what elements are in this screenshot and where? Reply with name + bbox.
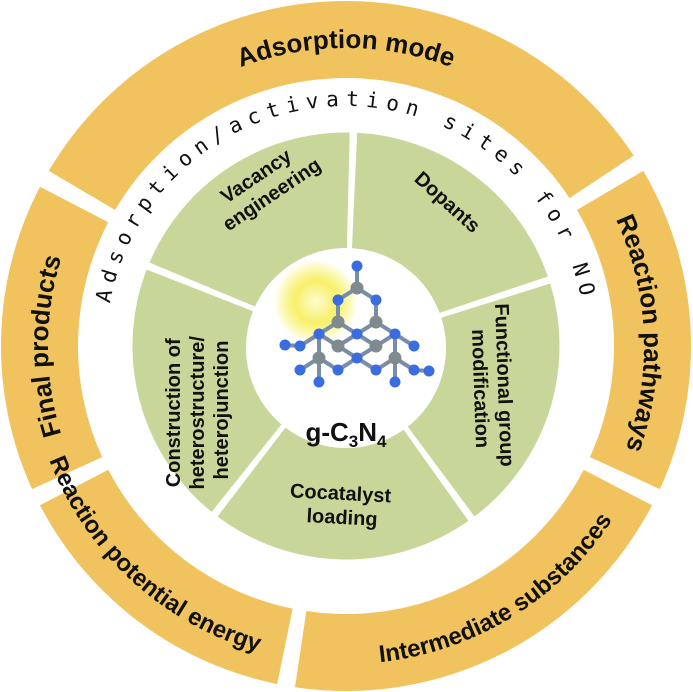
- outer-segment-reaction-potential-energy: [39, 469, 293, 685]
- outer-segment-adsorption-mode: [48, 1, 634, 210]
- nitrogen-atom: [408, 364, 420, 376]
- nitrogen-atom: [294, 340, 306, 352]
- nitrogen-atom: [423, 365, 435, 377]
- nitrogen-atom: [351, 328, 363, 340]
- sector-label-cocatalyst: Cocatalyst loading: [288, 480, 397, 532]
- nitrogen-atom: [389, 376, 401, 388]
- nitrogen-atom: [351, 260, 363, 272]
- sector-label-heterojunction: Construction of heterostructure/ heteroj…: [163, 331, 233, 490]
- nitrogen-atom: [279, 339, 291, 351]
- nitrogen-atom: [332, 294, 344, 306]
- nitrogen-atom: [313, 328, 325, 340]
- carbon-atom: [350, 281, 364, 295]
- nitrogen-atom: [370, 364, 382, 376]
- nitrogen-atom: [313, 376, 325, 388]
- nitrogen-atom: [408, 340, 420, 352]
- carbon-atom: [312, 351, 326, 365]
- carbon-atom: [331, 315, 345, 329]
- nitrogen-atom: [332, 364, 344, 376]
- nitrogen-atom: [294, 364, 306, 376]
- nitrogen-atom: [351, 352, 363, 364]
- carbon-atom: [369, 339, 383, 353]
- inner-sectors: [129, 129, 563, 563]
- outer-segment-reaction-pathways: [576, 170, 692, 490]
- core-label-g-c3n4: g-C3N4: [305, 417, 387, 451]
- carbon-atom: [388, 351, 402, 365]
- outer-segment-intermediate-substances: [295, 469, 653, 691]
- outer-segment-final-products: [0, 186, 109, 490]
- nitrogen-atom: [389, 328, 401, 340]
- carbon-atom: [331, 339, 345, 353]
- carbon-atom: [369, 315, 383, 329]
- nitrogen-atom: [370, 294, 382, 306]
- g-C3N4-molecule-icon: [279, 260, 435, 388]
